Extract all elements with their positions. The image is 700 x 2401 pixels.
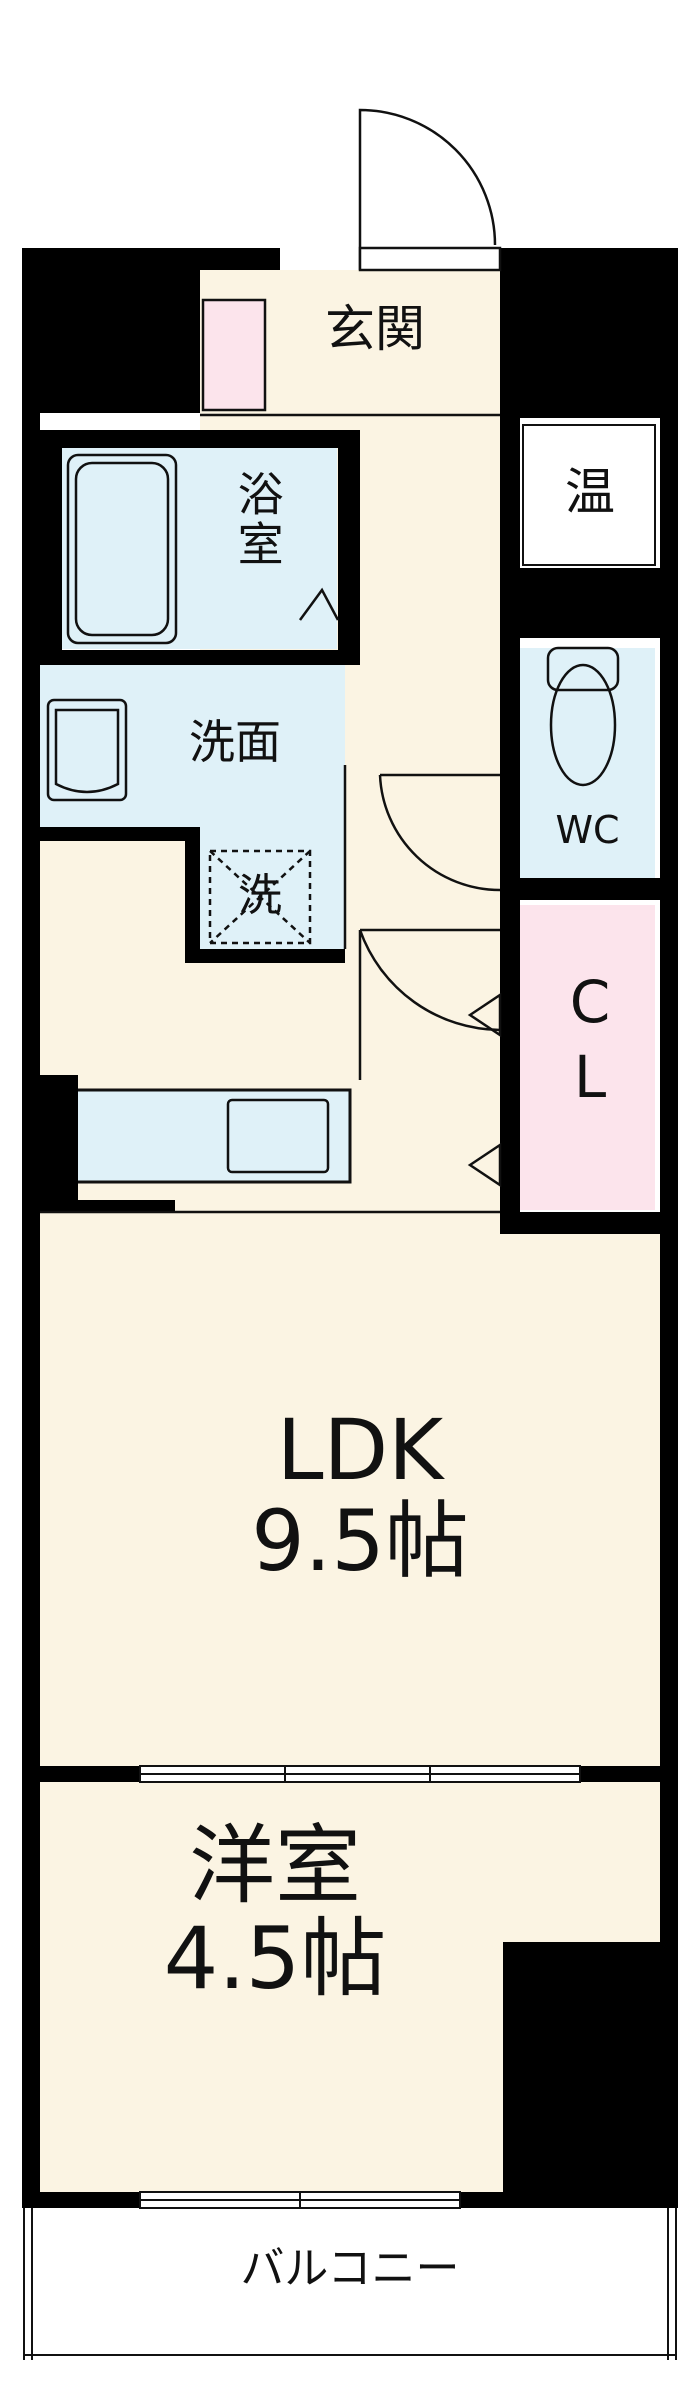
western-room-label: 洋室 4.5帖 (163, 1816, 387, 2009)
bathroom-floor (62, 447, 337, 649)
toilet-wall-bottom (520, 878, 660, 900)
washroom-wall-bottom (40, 827, 200, 841)
ldk-label: LDK 9.5帖 (251, 1401, 469, 1590)
washer-pan (208, 849, 312, 945)
western-room-floor-upper (503, 1782, 660, 1942)
washroom-label: 洗面 (189, 715, 281, 769)
closet-door-2 (467, 1142, 502, 1188)
bathroom-door (298, 587, 340, 621)
right-service-wall (500, 418, 520, 1223)
entrance-door (358, 108, 497, 270)
bathroom-label: 浴室 (230, 470, 285, 570)
washer-diagonal-2 (209, 850, 311, 944)
top-right-block (500, 248, 678, 418)
doors (298, 108, 502, 1188)
entrance-wall-left (200, 248, 280, 270)
closet-wall-bottom (500, 1212, 678, 1234)
balcony-floor (22, 2207, 672, 2357)
kitchen-pillar (40, 1075, 78, 1210)
closet-door-1 (467, 992, 502, 1038)
closet-label: C L (569, 968, 611, 1112)
ldk-floor (40, 1234, 660, 1768)
bathtub-inner (74, 461, 170, 637)
washer-wall-left (185, 827, 200, 962)
windows (139, 1765, 581, 2209)
toilet-door (378, 773, 501, 892)
bathroom-wall-left (40, 430, 62, 665)
shoe-cabinet (201, 298, 267, 412)
water-heater-box (522, 424, 656, 566)
top-left-block (22, 248, 200, 413)
bathtub (66, 453, 178, 645)
balcony-label: バルコニー (240, 2243, 460, 2294)
entrance-label: 玄関 (325, 300, 425, 358)
bathroom-wall-top (40, 430, 360, 448)
closet-floor (520, 905, 655, 1210)
western-room-pillar (503, 1942, 678, 2208)
bathroom-wall-bottom (40, 650, 360, 665)
toilet-bowl (549, 663, 617, 787)
toilet-tank (546, 646, 620, 692)
washer-label: 洗 (238, 870, 282, 921)
kitchen-wall-bottom (40, 1200, 175, 1212)
hall-door (358, 929, 501, 1080)
balcony (23, 2208, 677, 2360)
wash-basin (46, 698, 128, 802)
water-heater-wall-bottom (520, 568, 660, 638)
bathroom-wall-right (338, 430, 360, 665)
kitchen-sink (226, 1098, 330, 1174)
water-heater-label: 温 (565, 463, 615, 521)
kitchen-counter (66, 1088, 352, 1184)
entrance-threshold (358, 246, 502, 272)
outer-wall-left (22, 248, 40, 2208)
wash-basin-bowl (54, 708, 120, 794)
walls (22, 248, 678, 2208)
fixtures (40, 298, 620, 1214)
toilet-floor (520, 648, 655, 878)
toilet-label: WC (555, 808, 620, 852)
washer-wall-bottom (185, 949, 345, 963)
western-room-floor (40, 1782, 503, 2192)
